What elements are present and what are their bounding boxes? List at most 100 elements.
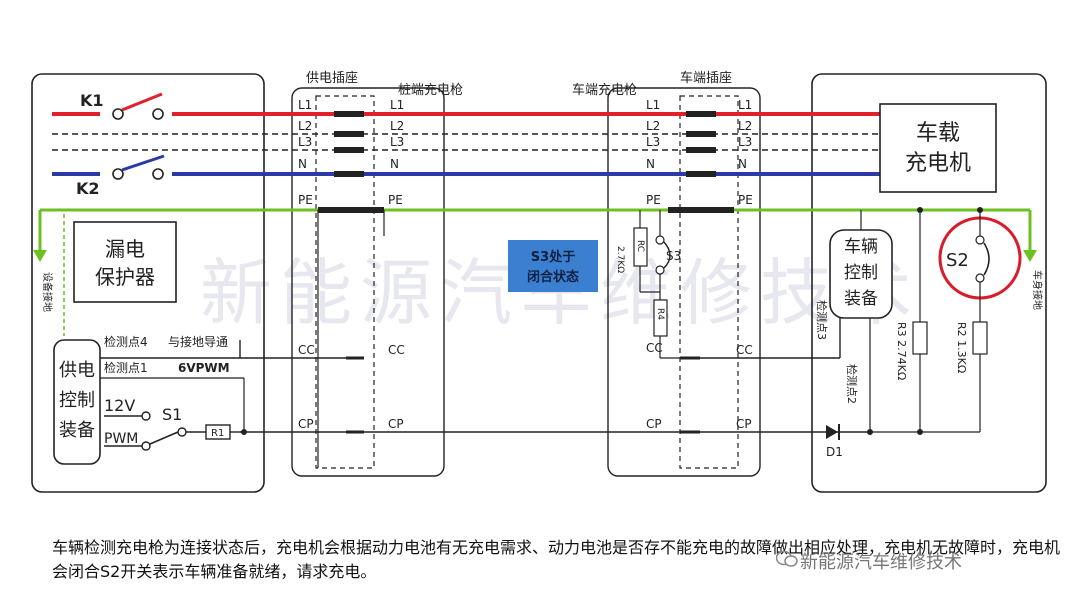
s1-label: S1 xyxy=(162,405,182,424)
detect2-label: 检测点2 xyxy=(845,364,859,404)
s2-contact-a xyxy=(975,235,985,245)
contact-pe-pile xyxy=(318,207,384,213)
vehicle-ctrl-3: 装备 xyxy=(844,289,878,309)
contact-pe-veh xyxy=(668,207,734,213)
k1-contact-b xyxy=(152,108,164,120)
s1-contact-pwm xyxy=(141,441,151,451)
vehicle-ctrl-1: 车辆 xyxy=(844,237,878,257)
footer-watermark: 新能源汽车维修技术 xyxy=(800,552,962,573)
pin-pe-socket: PE xyxy=(298,193,313,207)
pwm-label: PWM xyxy=(104,431,138,447)
contact-n-veh xyxy=(686,171,716,177)
vehicle-ctrl-2: 控制 xyxy=(844,263,878,283)
node-r3-pe xyxy=(917,207,923,213)
node-r3 xyxy=(917,429,923,435)
r3-label: R3 2.74KΩ xyxy=(895,322,908,380)
status-line-1: S3处于 xyxy=(531,249,575,265)
pin-pe-gun: PE xyxy=(388,193,403,207)
pin-l3-socket: L3 xyxy=(298,135,312,149)
rc-value: 2.7KΩ xyxy=(615,246,625,273)
pin-n-vsocket: N xyxy=(738,157,747,171)
leak-protector-box xyxy=(73,221,177,303)
pin-l1-vsocket: L1 xyxy=(738,98,752,112)
leak-label-2: 保护器 xyxy=(95,265,155,289)
k2-contact-a xyxy=(112,168,124,180)
contact-l1-pile xyxy=(334,111,364,117)
s3-label: S3 xyxy=(666,249,681,263)
node-s2-pe xyxy=(977,207,983,213)
pin-cc-vgun: CC xyxy=(646,341,663,355)
vehicle-socket-dashed xyxy=(679,95,739,469)
k2-blade xyxy=(121,154,165,172)
wechat-icon xyxy=(776,550,798,567)
s3-blade xyxy=(663,241,671,269)
contact-l3-veh xyxy=(686,147,716,153)
pin-cp-vsocket: CP xyxy=(736,417,752,431)
pin-l2-vsocket: L2 xyxy=(738,119,752,133)
detect1-label: 检测点1 xyxy=(104,360,148,375)
r1-label: R1 xyxy=(211,428,224,439)
supply-ctrl-3: 装备 xyxy=(59,420,95,441)
pin-cc-gun: CC xyxy=(388,343,405,357)
v12-label: 12V xyxy=(104,396,135,415)
s1-blade xyxy=(149,431,179,445)
pin-l2-gun: L2 xyxy=(390,119,404,133)
d1-diode xyxy=(826,425,838,439)
contact-l1-veh xyxy=(686,111,716,117)
pin-l3-vsocket: L3 xyxy=(738,135,752,149)
pin-pe-vsocket: PE xyxy=(738,193,753,207)
pin-cp-gun: CP xyxy=(388,417,404,431)
body-ground-arrow xyxy=(1023,250,1037,262)
pin-l2-vgun: L2 xyxy=(646,119,660,133)
onboard-charger-box xyxy=(879,103,997,193)
r3-resistor xyxy=(912,321,928,355)
contact-l3-pile xyxy=(334,147,364,153)
pin-n-gun: N xyxy=(390,157,399,171)
equip-ground-label: 设备接地 xyxy=(41,272,54,312)
contact-l2-pile xyxy=(334,131,364,137)
k1-contact-a xyxy=(112,108,124,120)
charger-label-1: 车载 xyxy=(916,121,960,146)
s2-blade xyxy=(983,242,990,276)
pile-connector-box xyxy=(291,87,445,477)
pin-l1-vgun: L1 xyxy=(646,98,660,112)
contact-l2-veh xyxy=(686,131,716,137)
pin-l3-gun: L3 xyxy=(390,135,404,149)
rc-label: RC xyxy=(635,240,645,252)
k2-label: K2 xyxy=(76,179,100,198)
caption: 车辆检测充电枪为连接状态后，充电机会根据动力电池有无充电需求、动力电池是否存不能… xyxy=(52,538,1061,581)
body-ground-label: 车身接地 xyxy=(1031,270,1044,310)
r2-resistor xyxy=(972,321,988,355)
pile-gun-label: 桩端充电枪 xyxy=(398,82,463,98)
node-detect2 xyxy=(867,429,873,435)
k2-contact-b xyxy=(152,168,164,180)
ground-wire-label: 与接地导通 xyxy=(168,334,228,349)
vehicle-gun-label: 车端充电枪 xyxy=(572,82,637,98)
pin-pe-vgun: PE xyxy=(646,193,661,207)
vehicle-connector-box xyxy=(607,87,761,477)
supply-socket-dashed xyxy=(315,95,375,469)
s3-contact-a xyxy=(655,235,665,245)
s2-label: S2 xyxy=(946,250,969,271)
vehicle-box xyxy=(811,73,1047,493)
vehicle-socket-label: 车端插座 xyxy=(680,70,732,86)
r2-label: R2 1.3KΩ xyxy=(955,322,968,373)
k1-label: K1 xyxy=(80,91,104,110)
supply-control-box xyxy=(53,339,101,465)
pin-cp-vgun: CP xyxy=(646,417,662,431)
k1-blade xyxy=(121,92,163,112)
d1-label: D1 xyxy=(826,445,843,459)
detect4-label: 检测点4 xyxy=(104,334,148,349)
equip-ground-arrow xyxy=(33,250,47,262)
pin-l3-vgun: L3 xyxy=(646,135,660,149)
leak-label-1: 漏电 xyxy=(105,237,145,261)
pin-cp-socket: CP xyxy=(298,417,314,431)
supply-equipment-box xyxy=(31,73,265,493)
detect3-label: 检测点3 xyxy=(815,300,829,340)
pwm6v-label: 6VPWM xyxy=(178,361,230,375)
pin-cc-vsocket: CC xyxy=(736,343,753,357)
supply-ctrl-1: 供电 xyxy=(59,360,95,381)
supply-ctrl-2: 控制 xyxy=(59,390,95,411)
s3-contact-b xyxy=(655,265,665,275)
